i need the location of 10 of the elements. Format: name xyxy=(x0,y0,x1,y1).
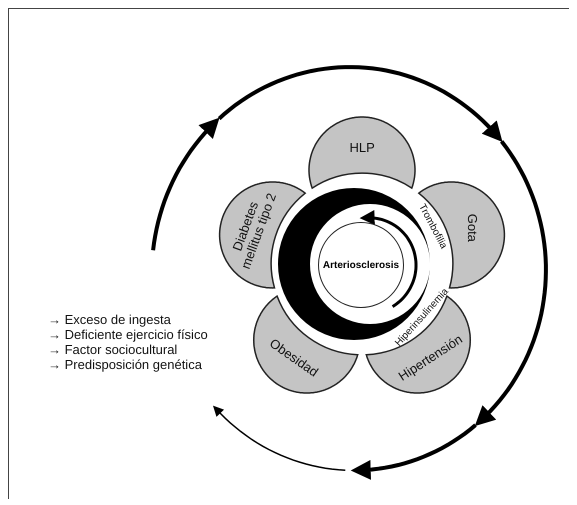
factor-item: → Predisposición genética xyxy=(48,357,202,372)
factor-item: → Factor sociocultural xyxy=(48,342,178,357)
petal-shape xyxy=(418,181,506,289)
petal-shape xyxy=(252,295,358,394)
petal-shape xyxy=(308,116,416,189)
factor-item: → Exceso de ingesta xyxy=(48,312,171,327)
petal-label: Gota xyxy=(466,214,480,242)
factor-item: → Deficiente ejercicio físico xyxy=(48,327,208,342)
petal-label: HLP xyxy=(350,141,375,155)
center-label: Arteriosclerosis xyxy=(322,260,400,270)
